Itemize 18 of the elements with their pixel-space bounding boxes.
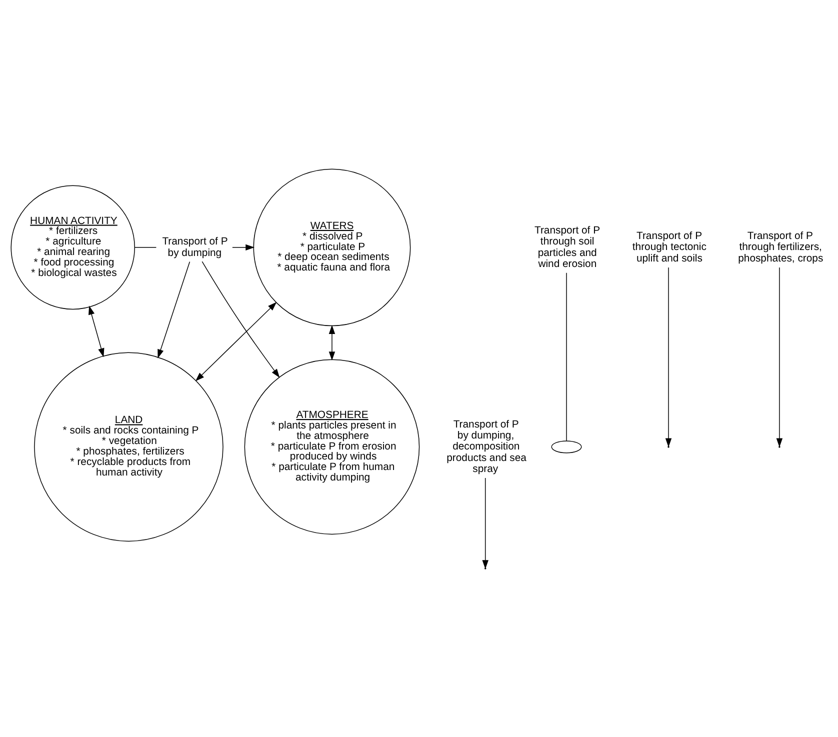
node-circle: WATERS * dissolved P * particulate P * deep ocean sediments * aquatic fauna and flora	[253, 168, 411, 326]
arrow	[88, 305, 104, 357]
node-circle: HUMAN ACTIVITY * fertilizers * agriculture * animal rearing * food processing * biological wastes	[10, 184, 136, 310]
arrow	[195, 302, 277, 381]
connector	[134, 246, 157, 248]
node-circle	[551, 440, 582, 453]
node-circle: LAND * soils and rocks containing P * vegetation * phosphates, fertilizers * recyclable products from human activity	[34, 352, 224, 542]
arrow	[158, 260, 190, 358]
node-text: Transport of P by dumping, decomposition products and sea spray	[446, 418, 526, 474]
node-circle: ATMOSPHERE * plants particles present in the atmosphere * particulate P from erosion produced by winds * particulate P from human activity dumping	[244, 358, 420, 534]
arrow	[202, 260, 280, 378]
node-text: Transport of P through tectonic uplift and soils	[632, 230, 706, 264]
node-text: Transport of P through soil particles and wind erosion	[534, 224, 600, 270]
connector	[566, 272, 567, 441]
node-text: Transport of P through fertilizers, phosphates, crops	[738, 230, 824, 264]
arrow	[328, 324, 336, 360]
arrow	[232, 244, 255, 250]
node-text: Transport of P by dumping	[162, 236, 228, 258]
